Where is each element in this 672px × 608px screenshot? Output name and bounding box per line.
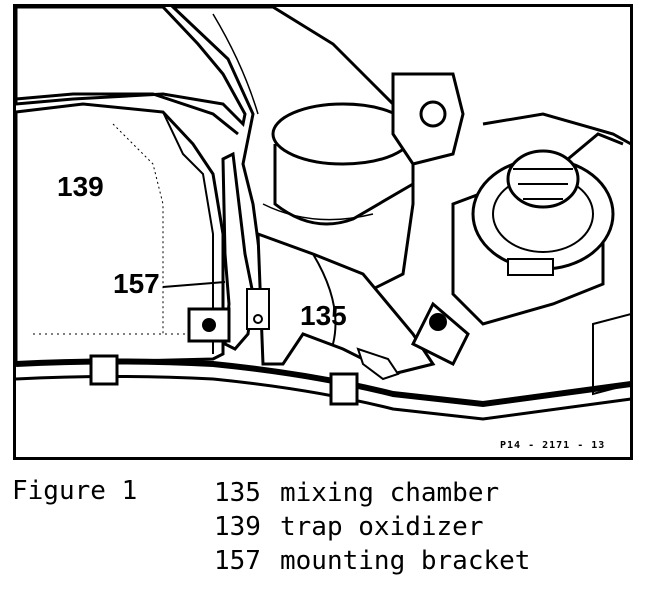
legend-label: mounting bracket [280,546,531,576]
drawing-code: P14 - 2171 - 13 [500,440,606,451]
legend-number: 135 [214,478,261,508]
figure-caption-title: Figure 1 [12,476,138,506]
valve-cap-ridges [513,168,573,200]
legend-number: 139 [214,512,261,542]
vacuum-hose [567,132,624,161]
harness-clip-right [329,372,359,406]
valve-assembly [410,132,624,367]
wiring-harness [15,358,632,408]
valve-outlet [410,301,470,367]
legend-item: 135 mixing chamber [214,476,530,510]
valve-nut [429,313,447,331]
callout-135: 135 [300,300,347,331]
cover-edge [15,92,239,136]
chamber-contour [312,253,337,345]
figure-legend: 135 mixing chamber 139 trap oxidizer 157 mo… [214,476,530,578]
bracket-tab-hole [253,314,263,324]
bracket-tab [246,288,270,330]
valve-cap [506,149,580,209]
callout-139: 139 [57,171,104,202]
legend-item: 157 mounting bracket [214,544,530,578]
engine-drawing [13,4,633,460]
legend-label: trap oxidizer [280,512,484,542]
mounting-bracket [187,151,270,351]
right-hose [482,112,632,146]
duct-collar [273,144,414,226]
housing-contour [162,111,214,354]
callout-157: 157 [113,268,160,299]
pipe-fitting [356,347,400,381]
legend-label: mixing chamber [280,478,500,508]
flange-bolt-hole [419,100,447,128]
technical-illustration [13,4,633,460]
harness-clip-left [89,354,119,386]
valve-clip [507,258,554,276]
bracket-strap [221,151,255,351]
legend-item: 139 trap oxidizer [214,510,530,544]
wiring-harness-lower [15,375,632,421]
callout-157-leader [162,281,226,288]
bracket-bolt-center [202,318,216,332]
duct-collar-shade [262,203,374,221]
legend-number: 157 [214,546,261,576]
duct-highlight [212,13,259,115]
